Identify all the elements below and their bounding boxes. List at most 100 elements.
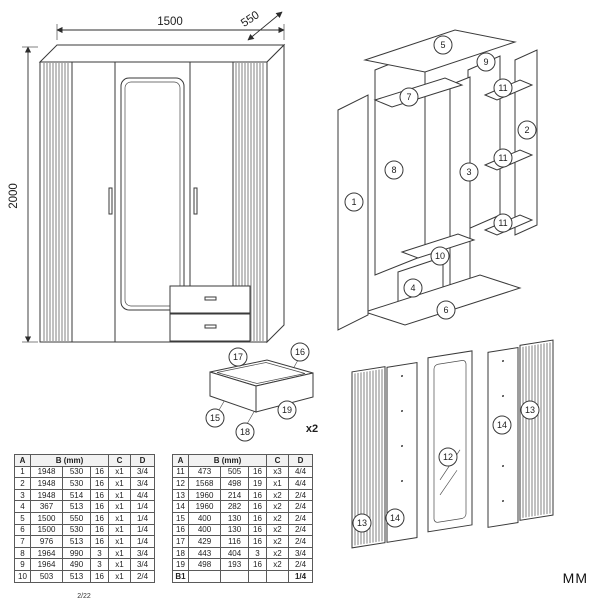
table-cell: 514 (62, 488, 91, 502)
part-10-shelf (400, 233, 476, 259)
table-cell: 5 (14, 511, 31, 525)
table-cell: 16 (90, 569, 109, 583)
callout-11a: 11 (493, 78, 513, 98)
table-cell: 1/4 (130, 535, 155, 548)
col-header-b: B (mm) (30, 454, 109, 467)
table-cell: 16 (90, 523, 109, 537)
table-cell: 16 (90, 535, 109, 548)
table-cell: x2 (266, 546, 289, 560)
table-cell: x3 (266, 465, 289, 479)
table-cell: 2/4 (288, 488, 313, 502)
svg-text:11: 11 (498, 153, 507, 163)
table-cell: 429 (188, 535, 221, 548)
table-cell: 443 (188, 546, 221, 560)
callout-16: 16 (290, 342, 310, 362)
part-13-panel-left (351, 366, 386, 549)
dim-width-label: 1500 (157, 16, 183, 28)
table-cell: 3/4 (130, 558, 155, 571)
table-header-row: A B (mm) C D (14, 454, 155, 467)
callout-19: 19 (277, 400, 297, 420)
table-cell: 990 (62, 546, 91, 560)
col-header-c: C (108, 454, 131, 467)
drawer-handle-bottom (204, 324, 217, 329)
svg-text:14: 14 (497, 420, 507, 430)
table-header-row: A B (mm) C D (172, 454, 313, 467)
table-cell: 16 (248, 500, 267, 513)
svg-text:8: 8 (391, 165, 396, 175)
table-cell: 16 (90, 500, 109, 513)
table-cell (188, 569, 221, 583)
table-cell: 116 (220, 535, 249, 548)
dim-depth-label: 550 (239, 9, 262, 30)
table-cell: 193 (220, 558, 249, 571)
table-cell: 11 (172, 465, 189, 479)
col-header-c: C (266, 454, 289, 467)
table-cell: 1568 (188, 477, 221, 490)
svg-text:13: 13 (525, 405, 535, 415)
table-cell: x1 (108, 535, 131, 548)
table-cell: 1948 (30, 477, 63, 490)
table-cell: 10 (14, 569, 31, 583)
table-cell: 19 (172, 558, 189, 571)
table-cell: 976 (30, 535, 63, 548)
table-cell: 3 (248, 546, 267, 560)
table-cell: 4/4 (130, 488, 155, 502)
left-door-handle (108, 187, 113, 215)
callout-3: 3 (459, 162, 479, 182)
svg-text:3: 3 (466, 167, 471, 177)
table-cell: 404 (220, 546, 249, 560)
dim-height-label: 2000 (8, 183, 20, 209)
table-cell: 16 (248, 535, 267, 548)
svg-text:18: 18 (240, 427, 250, 437)
table-cell: x2 (266, 535, 289, 548)
table-cell: 503 (30, 569, 63, 583)
table-cell: 2/4 (288, 558, 313, 571)
table-cell: B1 (172, 569, 189, 583)
table-cell: 513 (62, 500, 91, 513)
col-header-a: A (172, 454, 189, 467)
table-cell: 9 (14, 558, 31, 571)
callout-2: 2 (517, 120, 537, 140)
callout-18: 18 (235, 422, 255, 442)
table-cell: 12 (172, 477, 189, 490)
table-cell: 400 (188, 511, 221, 525)
table-cell: 3 (90, 558, 109, 571)
part-14-panel-left (386, 362, 418, 543)
table-cell: x1 (108, 488, 131, 502)
table-cell: x2 (266, 523, 289, 537)
table-cell: 13 (172, 488, 189, 502)
table-cell: 530 (62, 465, 91, 479)
drawer-quantity-label: x2 (306, 423, 318, 435)
table-cell: 367 (30, 500, 63, 513)
table-cell: 1/4 (130, 523, 155, 537)
table-cell: 513 (62, 569, 91, 583)
table-cell: 214 (220, 488, 249, 502)
table-cell: x2 (266, 511, 289, 525)
table-cell: 16 (90, 488, 109, 502)
table-cell: 1 (14, 465, 31, 479)
table-cell: 16 (90, 477, 109, 490)
callout-13a: 13 (352, 513, 372, 533)
table-cell: 2/4 (288, 535, 313, 548)
table-cell: 8 (14, 546, 31, 560)
drawer-exploded-view (209, 359, 314, 425)
part-2-side-panel (514, 49, 538, 236)
table-cell: 513 (62, 535, 91, 548)
table-cell: 1/4 (130, 500, 155, 513)
table-cell: 16 (248, 558, 267, 571)
svg-text:13: 13 (357, 518, 367, 528)
dimension-lines (22, 11, 285, 343)
flat-panels-group (351, 339, 554, 549)
table-cell: 4/4 (288, 477, 313, 490)
table-cell: 16 (90, 465, 109, 479)
part-6-bottom-panel (363, 274, 522, 326)
